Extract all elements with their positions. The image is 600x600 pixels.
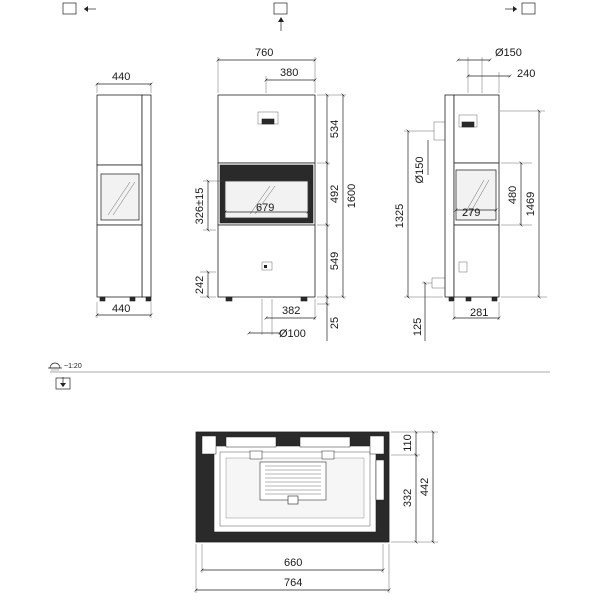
front-glass-height-label: 492 [329, 185, 341, 203]
front-total-height-label: 1600 [346, 184, 358, 208]
right-flue-diameter-side-label: Ø150 [414, 157, 426, 184]
view-left-icon [62, 2, 96, 15]
front-upper-height-label: 534 [329, 120, 341, 138]
view-front-icon [273, 2, 288, 31]
right-glass-depth-label: 279 [462, 207, 480, 219]
front-half-width-label: 380 [280, 67, 298, 79]
right-total-height-label: 1469 [525, 192, 537, 216]
right-base-depth-label: 281 [470, 307, 488, 319]
right-side-view [404, 57, 547, 341]
front-view [200, 57, 346, 341]
front-floor-gap-label: 25 [329, 317, 341, 329]
right-glass-height-label: 480 [507, 186, 519, 204]
front-duct-offset-label: 382 [282, 305, 300, 317]
view-right-icon [505, 2, 536, 15]
right-flue-diameter-top-label: Ø150 [495, 47, 522, 59]
top-firebox-depth-label: 332 [402, 489, 414, 507]
front-overall-width-label: 760 [255, 47, 273, 59]
front-glass-width-label: 679 [256, 202, 274, 214]
left-width-top-label: 440 [112, 71, 130, 83]
right-duct-height-label: 125 [412, 318, 424, 336]
front-lower-height-label: 549 [329, 252, 341, 270]
front-duct-diameter-label: Ø100 [279, 328, 306, 340]
right-flue-height-label: 1325 [394, 204, 406, 228]
scale-icon [48, 362, 62, 371]
top-back-depth-label: 110 [402, 434, 414, 452]
top-view [194, 430, 438, 593]
top-inner-width-label: 660 [284, 557, 302, 569]
scale-label: ~1:20 [64, 363, 82, 370]
right-flue-offset-label: 240 [517, 68, 535, 80]
front-glass-bottom-label: 326±15 [194, 188, 206, 225]
left-side-view [95, 82, 153, 318]
left-width-bottom-label: 440 [112, 303, 130, 315]
front-foot-height-label: 242 [194, 276, 206, 294]
view-top-icon [55, 377, 71, 390]
top-outer-width-label: 764 [284, 577, 302, 589]
top-total-depth-label: 442 [419, 478, 431, 496]
